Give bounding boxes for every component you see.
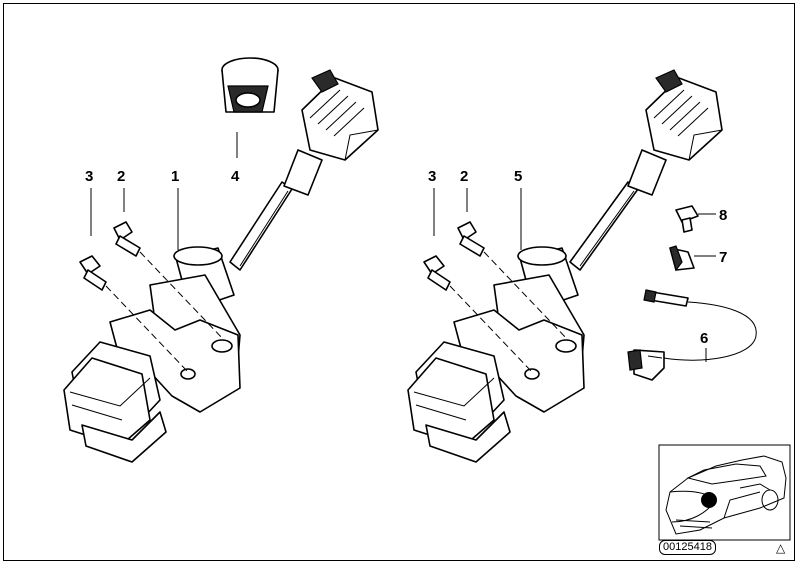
clip-nut-7 [669, 245, 695, 272]
corner-triangle-mark: △ [776, 541, 786, 555]
connector-right [627, 69, 723, 196]
callout-8: 8 [719, 207, 727, 224]
callout-2-left: 2 [117, 168, 125, 185]
vehicle-locator-inset [658, 444, 791, 541]
callout-6: 6 [700, 330, 708, 347]
bolt-8 [675, 205, 699, 233]
location-marker [701, 492, 717, 508]
connector-left [283, 69, 379, 196]
callout-3-right: 3 [428, 168, 436, 185]
callout-7: 7 [719, 249, 727, 266]
bolt-3-left [79, 255, 107, 291]
steering-column-assembly-left [63, 69, 379, 463]
reference-number: 00125418 [659, 540, 716, 555]
callout-2-right: 2 [460, 168, 468, 185]
steering-column-assembly-right [407, 69, 723, 463]
diagram-frame [3, 3, 795, 561]
socket-4 [221, 57, 279, 113]
callout-5: 5 [514, 168, 522, 185]
callout-3-left: 3 [85, 168, 93, 185]
bolt-2-left [113, 221, 141, 257]
callout-4: 4 [231, 168, 240, 185]
bolt-3-right [423, 255, 451, 291]
callout-1: 1 [171, 168, 179, 185]
bolt-2-right [457, 221, 485, 257]
sensor-cable-6 [627, 289, 757, 381]
